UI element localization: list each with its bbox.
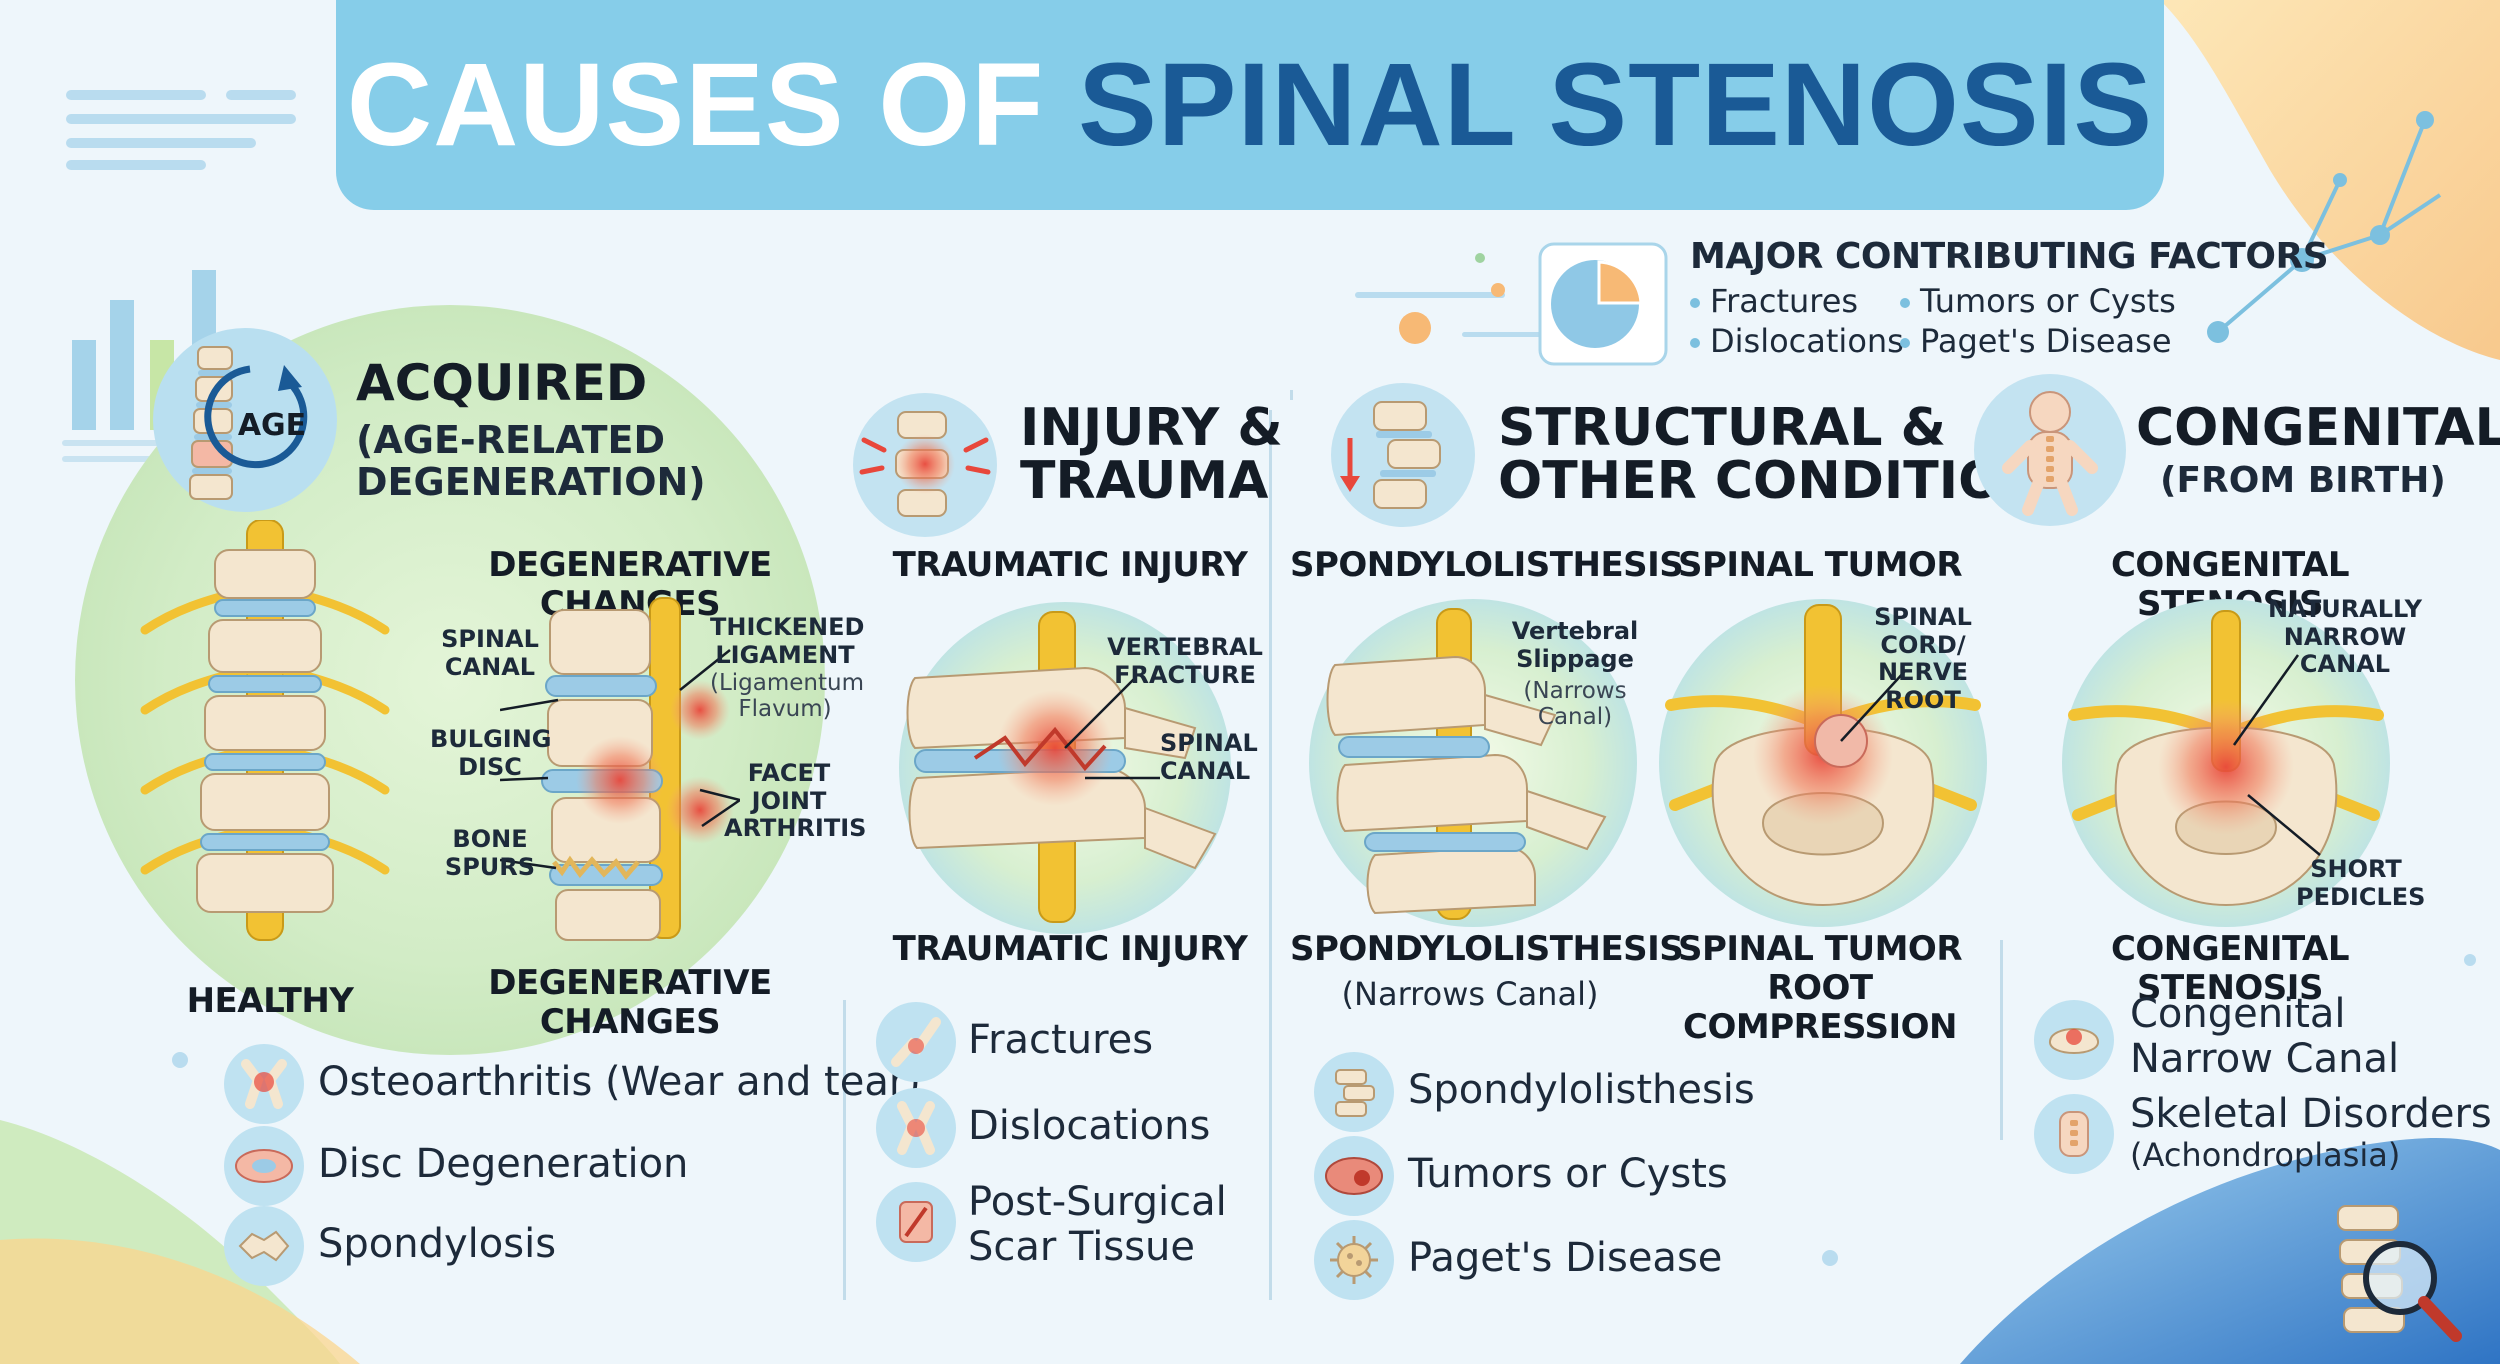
label-bulging-disc: BULGING DISC <box>430 725 552 781</box>
structural-item: Spondylolisthesis <box>1408 1067 1755 1113</box>
spondylolisthesis-bottom-note: (Narrows Canal) <box>1341 975 1599 1013</box>
factor-item: Fractures <box>1690 282 1858 320</box>
traumatic-injury-illustration <box>899 602 1231 934</box>
baby-icon <box>1974 374 2126 526</box>
congenital-item-note: (Achondroplasia) <box>2130 1136 2401 1174</box>
tumor-icon <box>1314 1136 1394 1216</box>
osteoarthritis-icon <box>224 1044 304 1124</box>
page-title: CAUSES OF SPINAL STENOSIS <box>347 37 2153 173</box>
congenital-item: Congenital Narrow Canal <box>2130 991 2400 1082</box>
label-narrows-canal: (Narrows Canal) <box>1523 678 1627 731</box>
structural-item: Paget's Disease <box>1408 1235 1723 1281</box>
factor-item: Dislocations <box>1690 322 1904 360</box>
acquired-item: Disc Degeneration <box>318 1141 689 1187</box>
label-injury-spinal-canal: SPINAL CANAL <box>1160 729 1258 785</box>
pagets-disease-icon <box>1314 1220 1394 1300</box>
label-ligamentum-flavum: (Ligamentum Flavum) <box>710 670 865 723</box>
injury-bottom-label: TRAUMATIC INJURY <box>892 929 1248 969</box>
title-banner: CAUSES OF SPINAL STENOSIS <box>336 0 2164 210</box>
disc-degeneration-icon <box>224 1126 304 1206</box>
magnifier-spine-icon <box>2337 1205 2462 1342</box>
acquired-item: Spondylosis <box>318 1221 557 1267</box>
title-part-1: CAUSES OF <box>346 39 1045 171</box>
healthy-spine-illustration <box>140 520 390 941</box>
spondylolisthesis-illustration <box>1309 599 1637 927</box>
label-naturally-narrow-canal: NATURALLY NARROW CANAL <box>2268 595 2422 679</box>
spinal-tumor-bottom-label: SPINAL TUMOR ROOT COMPRESSION <box>1677 929 1963 1048</box>
spinal-tumor-label: SPINAL TUMOR <box>1677 545 1963 585</box>
narrow-canal-icon <box>2034 1000 2114 1080</box>
spinal-tumor-illustration <box>1659 599 1987 927</box>
injury-item: Dislocations <box>968 1103 1211 1149</box>
fracture-icon <box>876 1002 956 1082</box>
acquired-subtitle-1: (AGE-RELATED <box>356 418 666 462</box>
injury-spine-icon <box>853 393 997 537</box>
spondylosis-icon <box>224 1206 304 1286</box>
injury-top-label: TRAUMATIC INJURY <box>892 545 1248 585</box>
injury-item: Fractures <box>968 1017 1154 1063</box>
skeletal-disorder-icon <box>2034 1094 2114 1174</box>
label-bone-spurs: BONE SPURS <box>444 825 536 881</box>
label-vertebral-fracture: VERTEBRAL FRACTURE <box>1107 633 1263 689</box>
caption-degenerative: DEGENERATIVE CHANGES <box>488 963 772 1043</box>
injury-item: Post-Surgical Scar Tissue <box>968 1179 1227 1270</box>
injury-title: INJURY & TRAUMA <box>1020 398 1283 512</box>
congenital-stenosis-illustration <box>2062 599 2390 927</box>
spondylolisthesis-icon <box>1314 1052 1394 1132</box>
label-thickened-ligament: THICKENED LIGAMENT <box>710 613 865 669</box>
age-badge: AGE <box>238 408 306 443</box>
label-spinal-cord-nerve-root: SPINAL CORD/ NERVE ROOT <box>1874 603 1972 714</box>
label-spinal-canal: SPINAL CANAL <box>441 625 539 681</box>
label-short-pedicles: SHORT PEDICLES <box>2296 855 2426 911</box>
age-spine-icon: AGE <box>153 328 337 512</box>
label-vertebral-slippage: Vertebral Slippage <box>1511 617 1639 673</box>
label-facet-joint: FACET JOINT ARTHRITIS <box>724 759 867 843</box>
structural-spine-icon <box>1331 383 1475 527</box>
acquired-item: Osteoarthritis (Wear and tear) <box>318 1059 921 1105</box>
factor-item: Paget's Disease <box>1900 322 2172 360</box>
acquired-title: ACQUIRED <box>356 354 648 412</box>
acquired-subtitle-2: DEGENERATION) <box>356 460 706 504</box>
congenital-bottom-label: CONGENITAL STENOSIS <box>2110 929 2350 1009</box>
spondylolisthesis-label: SPONDYLOLISTHESIS <box>1290 545 1684 585</box>
dislocation-icon <box>876 1088 956 1168</box>
factor-item: Tumors or Cysts <box>1900 282 2176 320</box>
factors-heading: MAJOR CONTRIBUTING FACTORS <box>1690 236 2329 277</box>
degenerative-spine-illustration <box>500 597 740 941</box>
congenital-item: Skeletal Disorders <box>2130 1091 2492 1137</box>
caption-healthy: HEALTHY <box>186 981 354 1021</box>
title-part-2: SPINAL STENOSIS <box>1078 39 2154 171</box>
scar-tissue-icon <box>876 1182 956 1262</box>
congenital-title: CONGENITAL <box>2136 398 2500 458</box>
congenital-subtitle: (FROM BIRTH) <box>2160 460 2446 501</box>
spondylolisthesis-bottom-label: SPONDYLOLISTHESIS <box>1290 929 1684 969</box>
structural-item: Tumors or Cysts <box>1408 1151 1728 1197</box>
